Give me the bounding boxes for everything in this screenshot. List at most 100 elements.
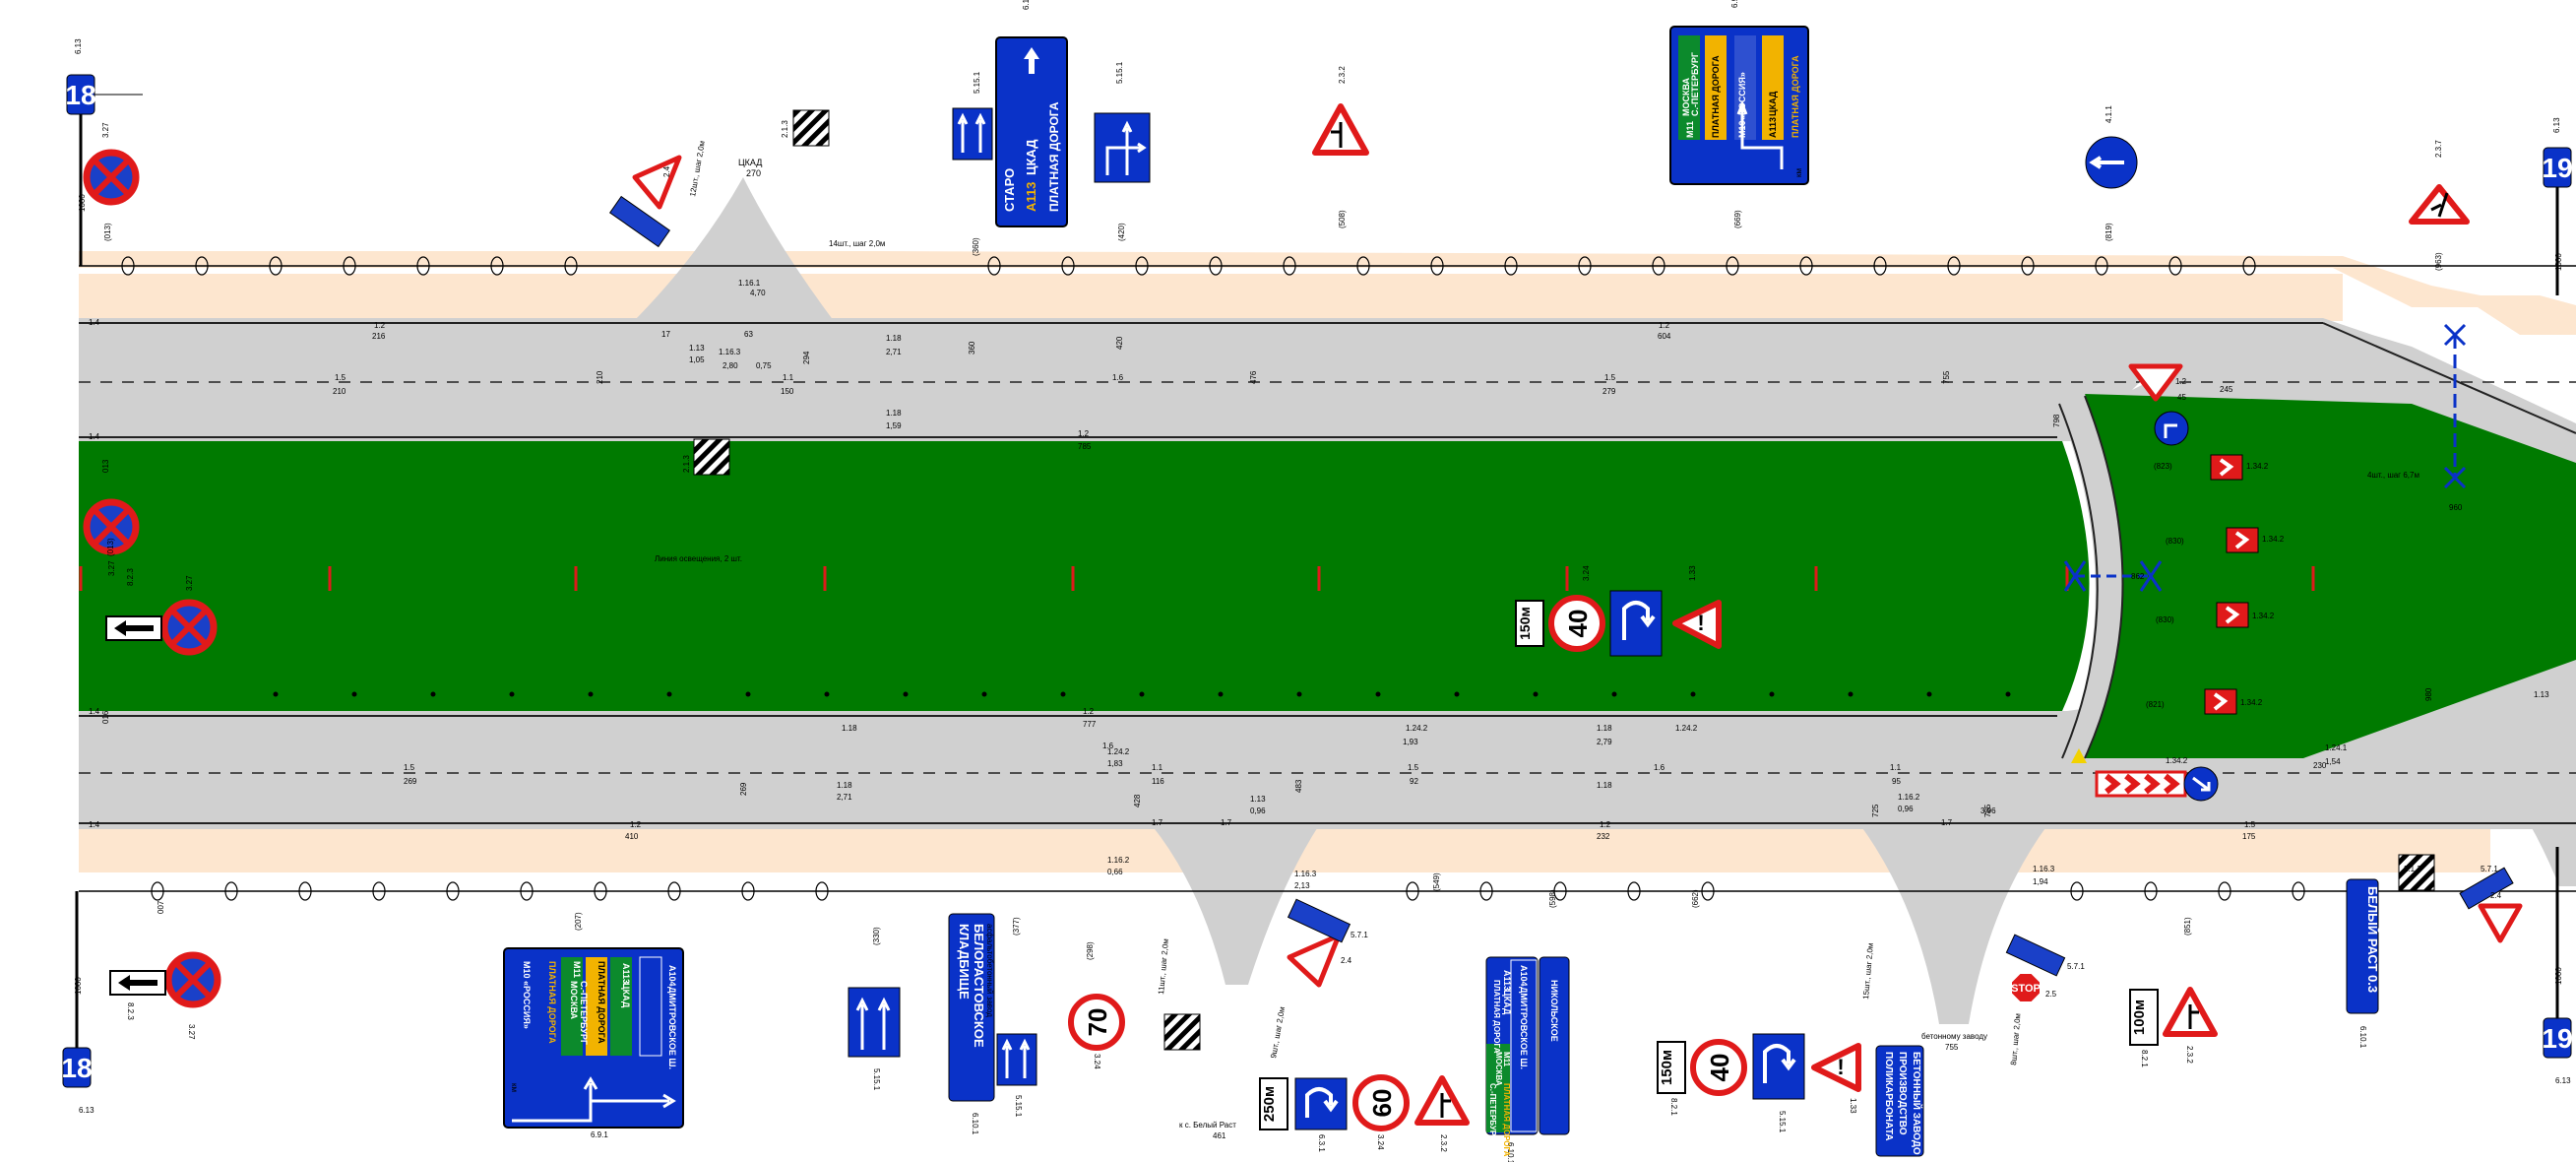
svg-text:(013): (013) <box>103 223 112 241</box>
svg-text:270: 270 <box>746 168 761 178</box>
yellow-marker <box>2071 748 2087 763</box>
svg-text:С.-ПЕТЕРБУРГ: С.-ПЕТЕРБУРГ <box>1690 52 1700 116</box>
svg-text:8.2.1: 8.2.1 <box>2140 1050 2149 1067</box>
svg-text:4.1.1: 4.1.1 <box>2105 105 2113 123</box>
svg-text:М11: М11 <box>1502 1052 1511 1067</box>
lane-sign <box>952 107 993 161</box>
svg-text:1,54: 1,54 <box>2325 757 2341 766</box>
svg-text:(508): (508) <box>1338 210 1347 228</box>
svg-text:!: ! <box>1697 611 1704 635</box>
svg-text:785: 785 <box>1983 804 1992 817</box>
svg-text:2,80: 2,80 <box>723 361 738 370</box>
plate-text: 250м <box>1261 1086 1278 1122</box>
svg-text:М11: М11 <box>572 961 582 978</box>
svg-text:279: 279 <box>1602 387 1616 396</box>
sign-code: 6.13 <box>2552 117 2561 133</box>
svg-text:2,79: 2,79 <box>1597 738 1612 746</box>
svg-text:6.10.1: 6.10.1 <box>1506 1142 1515 1162</box>
svg-text:А113: А113 <box>621 963 631 984</box>
speed-value: 40 <box>1705 1054 1734 1082</box>
svg-text:1.16.3: 1.16.3 <box>719 348 741 356</box>
svg-text:755: 755 <box>1942 370 1951 384</box>
svg-text:2.1.3: 2.1.3 <box>781 120 789 138</box>
svg-text:(669): (669) <box>1733 210 1742 228</box>
svg-text:2.1.3: 2.1.3 <box>682 455 691 473</box>
svg-text:«РОССИЯ»: «РОССИЯ» <box>1737 72 1747 120</box>
shoulder-top-band <box>79 274 2343 321</box>
svg-text:798: 798 <box>2052 414 2061 427</box>
svg-text:к с. Белый Раст: к с. Белый Раст <box>1179 1121 1236 1130</box>
svg-text:15шт., шаг 2,0м: 15шт., шаг 2,0м <box>1861 942 1875 1000</box>
svg-text:А104: А104 <box>1519 965 1529 987</box>
svg-text:ДМИТРОВСКОЕ Ш.: ДМИТРОВСКОЕ Ш. <box>667 987 677 1069</box>
svg-text:СТАРО: СТАРО <box>1002 168 1017 212</box>
svg-text:6.10.1: 6.10.1 <box>1022 0 1031 10</box>
svg-text:1,83: 1,83 <box>1107 759 1123 768</box>
svg-text:755: 755 <box>1945 1043 1959 1052</box>
svg-text:2.3.2: 2.3.2 <box>1338 66 1347 84</box>
picket-number: 18 <box>61 1053 92 1083</box>
svg-text:1.4: 1.4 <box>89 318 100 327</box>
svg-text:5.7.1: 5.7.1 <box>1351 931 1368 939</box>
svg-text:007: 007 <box>157 900 165 914</box>
picket-number: 18 <box>65 80 95 110</box>
svg-text:269: 269 <box>739 782 748 796</box>
svg-text:1.2: 1.2 <box>1600 820 1611 829</box>
svg-text:(830): (830) <box>2156 615 2174 624</box>
svg-text:428: 428 <box>1133 794 1142 807</box>
svg-text:5.15.1: 5.15.1 <box>1778 1111 1787 1133</box>
svg-text:245: 245 <box>2220 385 2233 394</box>
svg-text:1.34.2: 1.34.2 <box>2252 612 2275 620</box>
svg-text:1.16.3: 1.16.3 <box>2033 865 2055 873</box>
picket-19-top: 19 <box>2542 147 2573 295</box>
speed-value: 60 <box>1367 1089 1397 1118</box>
hatched-board <box>693 438 730 476</box>
svg-text:ПЛАТНАЯ ДОРОГА: ПЛАТНАЯ ДОРОГА <box>547 961 557 1044</box>
svg-text:1.33: 1.33 <box>1688 565 1697 581</box>
svg-text:1.16.3: 1.16.3 <box>1294 870 1317 878</box>
svg-text:1.24.1: 1.24.1 <box>2325 743 2348 752</box>
svg-text:«РОССИЯ»: «РОССИЯ» <box>522 981 532 1029</box>
lighting-line-right <box>2063 323 2467 592</box>
give-way-sign <box>632 155 682 210</box>
chevron-board-wide <box>2095 770 2187 798</box>
svg-text:(420): (420) <box>1117 223 1126 241</box>
svg-text:6.10.1: 6.10.1 <box>971 1113 979 1135</box>
svg-text:С.-ПЕТЕРБУРГ: С.-ПЕТЕРБУРГ <box>1488 1083 1497 1140</box>
give-way-sign <box>2478 903 2523 943</box>
distance: 1000 <box>2554 253 2563 271</box>
svg-text:(821): (821) <box>2146 700 2165 709</box>
top-lighting-symbols <box>121 256 2256 276</box>
svg-text:116: 116 <box>1152 777 1164 786</box>
sign-code: 6.13 <box>74 38 83 54</box>
speed-limit-60: 60 <box>1352 1074 1410 1131</box>
svg-text:1.34.2: 1.34.2 <box>2246 462 2269 471</box>
svg-text:М10: М10 <box>1737 120 1747 138</box>
svg-text:1.2: 1.2 <box>1083 707 1095 716</box>
plate-250m: 250м <box>1259 1077 1288 1130</box>
direction-sign-dmitrov <box>1485 956 1539 1135</box>
svg-text:1.5: 1.5 <box>1408 763 1419 772</box>
ramp-top <box>630 177 837 325</box>
svg-text:4,70: 4,70 <box>750 289 766 297</box>
svg-text:БЕЛЫЙ РАСТ 0.3: БЕЛЫЙ РАСТ 0.3 <box>2365 886 2380 993</box>
picket-18-bottom: 18 <box>61 891 93 1088</box>
median-grass <box>79 441 2090 711</box>
plate-150m: 150м <box>1515 600 1544 647</box>
svg-text:2.4: 2.4 <box>1341 956 1352 965</box>
svg-text:1.16.2: 1.16.2 <box>1898 793 1920 802</box>
distance: 1000 <box>74 977 83 995</box>
shoulder-top <box>79 251 2576 335</box>
svg-text:604: 604 <box>1658 332 1671 341</box>
danger-warning-sign: ! <box>1672 600 1722 649</box>
svg-text:ПРОИЗВОДСТВО: ПРОИЗВОДСТВО <box>1897 1052 1908 1135</box>
svg-text:(013): (013) <box>106 538 115 556</box>
svg-text:1.13: 1.13 <box>1250 795 1266 804</box>
chevron-board <box>2210 454 2243 481</box>
direction-sign-beliy <box>2346 878 2379 1014</box>
svg-text:3.24: 3.24 <box>1093 1054 1101 1069</box>
svg-text:ДМИТРОВСКОЕ Ш.: ДМИТРОВСКОЕ Ш. <box>1519 987 1529 1069</box>
svg-text:1.2: 1.2 <box>630 820 642 829</box>
svg-text:2.4: 2.4 <box>662 165 671 177</box>
uturn-sign <box>1294 1077 1348 1130</box>
